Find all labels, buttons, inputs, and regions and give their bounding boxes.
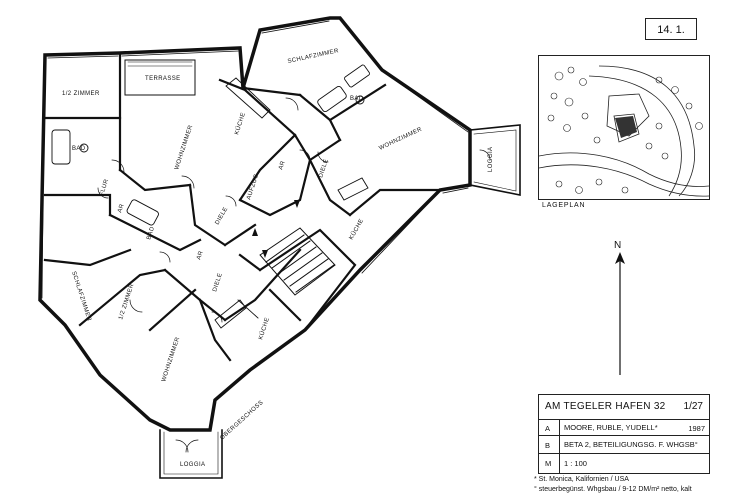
project-number: 1/27 bbox=[683, 401, 703, 412]
label-living-right: WOHNZIMMER bbox=[378, 127, 423, 152]
footnote-financing: ° steuerbegünst. Whgsbau / 9-12 DM/m² ne… bbox=[534, 486, 692, 493]
label-kitchen-right: KÜCHE bbox=[348, 218, 366, 241]
kitchen-counters bbox=[214, 77, 369, 329]
north-label: N bbox=[614, 240, 622, 251]
row-key: A bbox=[545, 424, 551, 433]
project-title: AM TEGELER HAFEN 32 bbox=[545, 401, 666, 412]
label-kitchen-top: KÜCHE bbox=[233, 112, 247, 136]
entry-arrows bbox=[252, 200, 300, 258]
site-plan-caption: LAGEPLAN bbox=[542, 202, 586, 209]
row-value: MOORE, RUBLE, YUDELL* bbox=[559, 420, 658, 436]
table-row: B BETA 2, BETEILIGUNGSG. F. WHGSB° bbox=[539, 435, 709, 454]
label-half-room-top: 1/2 ZIMMER bbox=[62, 91, 100, 97]
label-loggia-right: LOGGIA bbox=[488, 147, 494, 172]
label-hall-top-left: DIELE bbox=[215, 206, 230, 226]
label-bedroom-top: SCHLAFZIMMER bbox=[287, 48, 340, 65]
label-living-left: WOHNZIMMER bbox=[174, 124, 194, 170]
terrace-area bbox=[124, 59, 196, 96]
label-loggia-bottom: LOGGIA bbox=[180, 462, 205, 468]
bath-fixtures bbox=[51, 64, 370, 226]
door-swings bbox=[97, 97, 491, 453]
label-hall-flur: FLUR bbox=[99, 178, 110, 197]
label-hall-ar: AR bbox=[278, 160, 287, 171]
label-bath-mid: BAD bbox=[146, 226, 156, 241]
label-living-bottom: WOHNZIMMER bbox=[161, 336, 181, 382]
north-arrow-icon bbox=[615, 252, 625, 375]
label-half-room-bottom: 1/2 ZIMMER bbox=[118, 283, 135, 321]
label-hall-top-right: DIELE bbox=[318, 158, 330, 178]
staircase bbox=[259, 227, 336, 296]
label-hall-bottom: DIELE bbox=[212, 272, 224, 292]
row-extra: 1987 bbox=[688, 424, 705, 433]
row-value: BETA 2, BETEILIGUNGSG. F. WHGSB° bbox=[559, 436, 698, 454]
site-plan-drawing bbox=[539, 65, 709, 197]
label-bath-top: BAD bbox=[350, 96, 364, 102]
label-kitchen-bottom: KÜCHE bbox=[257, 317, 271, 341]
sheet-number: 14. 1. bbox=[645, 18, 697, 40]
site-plan bbox=[538, 55, 710, 200]
label-bedroom-left: SCHLAFZIMMER bbox=[70, 271, 92, 323]
interior-walls bbox=[43, 51, 442, 362]
label-ar-mid: AR bbox=[196, 250, 205, 261]
row-key: M bbox=[545, 459, 552, 468]
label-bath-left: BAD bbox=[72, 146, 86, 152]
table-row: M 1 : 100 bbox=[539, 453, 709, 474]
window-lines bbox=[41, 20, 469, 379]
row-key: B bbox=[545, 441, 551, 450]
loggia-right bbox=[469, 124, 521, 196]
label-terrace: TERRASSE bbox=[145, 76, 181, 82]
label-floor: OBERGESCHOSS bbox=[219, 400, 264, 442]
loggia-bottom bbox=[159, 429, 223, 479]
table-row: A MOORE, RUBLE, YUDELL* 1987 bbox=[539, 419, 709, 436]
row-value: 1 : 100 bbox=[559, 454, 587, 474]
info-table: AM TEGELER HAFEN 32 1/27 A MOORE, RUBLE,… bbox=[538, 394, 710, 474]
footnote-origin: * St. Monica, Kalifornien / USA bbox=[534, 476, 629, 483]
label-ar-left: AR bbox=[117, 203, 126, 214]
